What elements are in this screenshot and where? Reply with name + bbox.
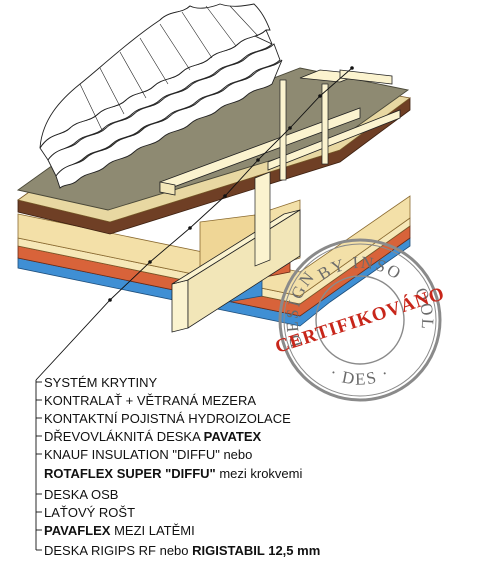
leader-dots <box>108 66 354 302</box>
insulation-side <box>17 195 411 297</box>
tile-ribs <box>79 5 259 131</box>
roof-tiles <box>39 3 283 189</box>
counter-batten-4 <box>339 69 393 85</box>
dot-8 <box>108 298 112 302</box>
rafter <box>171 279 189 333</box>
dot-4 <box>256 158 260 162</box>
tile-row-2 <box>47 43 281 177</box>
stamp-inner-ring <box>283 243 437 397</box>
dot-6 <box>188 226 192 230</box>
dot-7 <box>148 260 152 264</box>
label-counter-batten: KONTRALAŤ + VĚTRANÁ MEZERA <box>44 393 256 408</box>
tile-row-3 <box>55 59 283 189</box>
dot-1 <box>350 66 354 70</box>
stamp-text-bottom: · DES · <box>327 363 394 389</box>
label-pavatex: DŘEVOVLÁKNITÁ DESKA PAVATEX <box>44 429 262 444</box>
certification-stamp: BY INSO OOL DESIGN · DES · CERTIFIKOVÁNO <box>272 238 448 402</box>
label-roof-system: SYSTÉM KRYTINY <box>44 375 158 390</box>
label-lath-grid: LAŤOVÝ ROŠT <box>44 505 135 520</box>
counter-batten-2 <box>267 109 401 171</box>
label-pavaflex: PAVAFLEX MEZI LATĚMI <box>44 523 195 538</box>
label-osb: DESKA OSB <box>44 487 118 502</box>
counter-batten-1-end <box>159 181 176 196</box>
tile-ridge <box>39 3 271 149</box>
stamp-center-ring <box>315 275 405 365</box>
layer-labels: SYSTÉM KRYTINY KONTRALAŤ + VĚTRANÁ MEZER… <box>44 375 320 558</box>
stamp-outer-ring <box>278 238 442 402</box>
label-membrane: KONTAKTNÍ POJISTNÁ HYDROIZOLACE <box>44 411 291 426</box>
label-rotaflex: ROTAFLEX SUPER "DIFFU" mezi krokvemi <box>44 466 302 481</box>
lath-1 <box>254 171 271 267</box>
dot-5 <box>223 194 227 198</box>
batten-post <box>279 79 287 181</box>
batten-post-2 <box>321 83 329 165</box>
dot-3 <box>288 126 292 130</box>
dot-2 <box>318 94 322 98</box>
label-rigips: DESKA RIGIPS RF nebo RIGISTABIL 12,5 mm <box>44 543 320 558</box>
roof-layers <box>16 67 411 333</box>
label-knauf: KNAUF INSULATION "DIFFU" nebo <box>44 447 252 462</box>
